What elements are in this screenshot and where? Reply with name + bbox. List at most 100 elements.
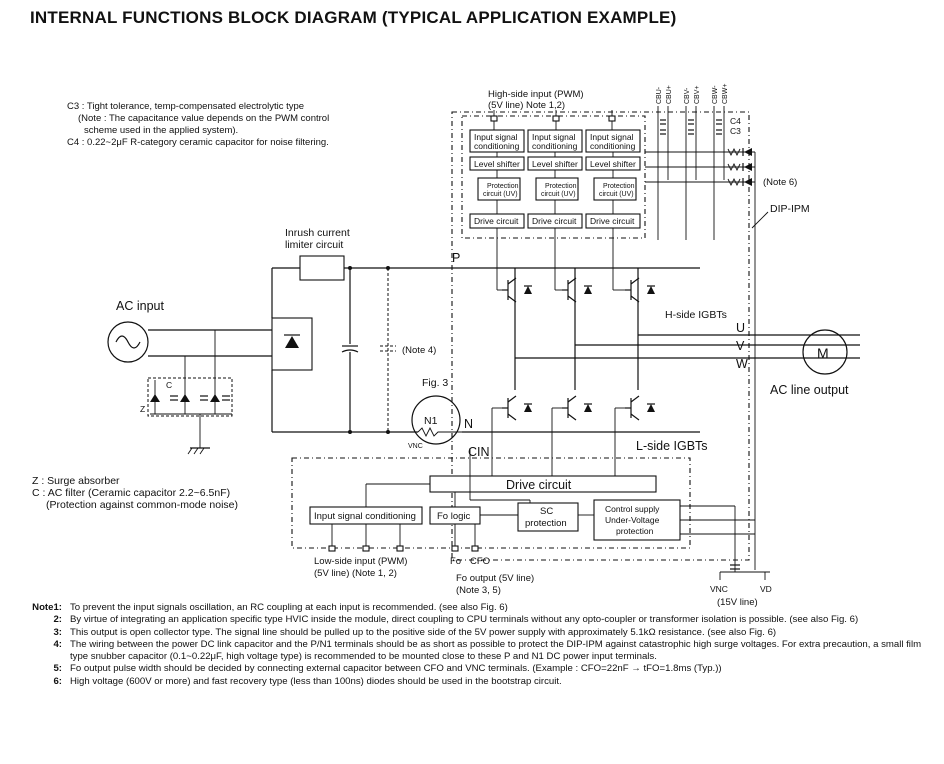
legend-and-v15: Z : Surge absorber C : AC filter (Cerami… [32,475,238,510]
low-side-drive-circuit-label: Drive circuit [506,478,572,492]
high-side-input-label: High-side input (PWM) [488,89,584,100]
protection-label: Protection [545,183,577,190]
note-text: Fo output pulse width should be decided … [70,663,722,675]
sc-protection-box [517,502,579,532]
input-signal-conditioning-label: Input signal [532,132,576,142]
vnc-small-label: VNC [408,443,423,450]
cfo-pin-label: CFO [470,556,490,567]
drive-circuit-label: Drive circuit [474,216,519,226]
note-item: 5: Fo output pulse width should be decid… [30,663,935,675]
terminal-cbv-plus: CBV+ [694,86,701,104]
note-number: 4: [53,638,62,650]
input-signal-conditioning-label-2: conditioning [474,141,520,151]
protection-label-2: circuit (UV) [483,191,518,198]
hvic-column-v: Input signal conditioning Level shifter … [527,129,583,229]
bootstrap-diodes [645,147,756,570]
note-item: 4: The wiring between the power DC link … [30,639,935,664]
legend-c: C : AC filter (Ceramic capacitor 2.2~6.5… [32,487,230,499]
terminal-cbw-minus: CBW- [712,85,719,104]
p-terminal-label: P [452,251,460,265]
note-number: Note1: [32,602,62,613]
inrush-label-2: limiter circuit [285,239,343,251]
note-item: 2: By virtue of integrating an applicati… [30,614,935,626]
input-signal-conditioning-label-2: conditioning [590,141,636,151]
fo-output-label: Fo output (5V line) [456,573,534,584]
control-supply-label-3: protection [616,526,654,536]
low-side-lvic-outline [291,457,691,549]
legend-c-sub: (Protection against common-mode noise) [46,499,238,510]
z-tag: Z [140,404,145,414]
note-item: 3: This output is open collector type. T… [30,627,935,639]
input-signal-conditioning-label: Input signal [590,132,634,142]
l-side-igbts [502,395,655,421]
high-side-input-sublabel: (5V line) Note 1,2) [488,100,565,111]
protection-box [477,177,521,201]
cin-label: CIN [468,445,490,459]
motor-symbol [802,329,848,375]
c3-tag: C3 [730,126,741,136]
note-number: 3: [53,626,62,638]
level-shifter-label: Level shifter [474,159,520,169]
note-number: 2: [53,614,62,626]
note-text: This output is open collector type. The … [70,626,777,638]
low-side-input-label: Low-side input (PWM) [314,556,407,567]
dip-ipm-outline [451,111,750,561]
protection-label-2: circuit (UV) [599,191,634,198]
note-text: To prevent the input signals oscillation… [70,602,508,613]
note-text: The wiring between the power DC link cap… [70,638,922,663]
note-number: 6: [53,675,62,687]
note-text: High voltage (600V or more) and fast rec… [70,675,562,687]
h-side-igbts [502,268,655,303]
h-side-igbts-label: H-side IGBTs [665,309,727,321]
control-supply-label-1: Control supply [605,504,660,514]
hvic-column-w: Input signal conditioning Level shifter … [585,129,641,229]
n-terminal-label: N [464,417,473,431]
v-phase-label: V [736,339,745,353]
ac-filter-outline [147,377,233,417]
protection-label: Protection [603,183,635,190]
c3-note-line2: scheme used in the applied system). [84,125,238,136]
u-phase-label: U [736,321,745,335]
bootstrap-terminals: CBU- CBU+ CBV- CBV+ CBW- CBW+ [656,84,729,240]
block-diagram: C3 : Tight tolerance, temp-compensated e… [67,84,860,596]
ac-line-output-label: AC line output [770,383,849,397]
terminal-cbv-minus: CBV- [684,87,691,104]
motor-label: M [817,345,829,361]
fo-output-sublabel: (Note 3, 5) [456,585,501,596]
level-shifter-label: Level shifter [532,159,578,169]
inrush-limiter-box [299,255,345,281]
shunt-detail-circle [411,395,461,445]
fig3-label: Fig. 3 [422,377,448,389]
terminal-cbu-plus: CBU+ [666,85,673,104]
note-number: 5: [53,663,62,675]
control-supply-label-2: Under-Voltage [605,515,660,525]
v15-line-label: (15V line) [717,597,758,608]
low-side-input-conditioning-label: Input signal conditioning [314,511,416,522]
c4-tag: C4 [730,116,741,126]
sc-protection-label-2: protection [525,518,567,529]
ac-input-label: AC input [116,299,164,313]
low-side-input-sublabel: (5V line) (Note 1, 2) [314,568,397,579]
n1-label: N1 [424,415,438,427]
protection-label-2: circuit (UV) [541,191,576,198]
notes-list: Note1: To prevent the input signals osci… [30,602,935,688]
protection-box [593,177,637,201]
high-side-input-pins [490,110,616,130]
inrush-label-1: Inrush current [285,227,350,239]
note6-label: (Note 6) [763,177,797,188]
note-item: 6: High voltage (600V or more) and fast … [30,676,935,688]
c-tag: C [166,380,172,390]
note-text: By virtue of integrating an application … [70,614,859,626]
ac-source-symbol [107,321,149,363]
protection-label: Protection [487,183,519,190]
hvic-column-u: Input signal conditioning Level shifter … [469,129,525,229]
sc-protection-label-1: SC [540,506,553,517]
input-signal-conditioning-label: Input signal [474,132,518,142]
dip-ipm-label: DIP-IPM [770,203,810,215]
vd-terminal-label: VD [760,584,772,594]
legend-z: Z : Surge absorber [32,475,120,487]
input-signal-conditioning-label-2: conditioning [532,141,578,151]
fo-pin-label: Fo [450,556,461,567]
terminal-cbu-minus: CBU- [656,86,663,104]
w-phase-label: W [736,357,748,371]
